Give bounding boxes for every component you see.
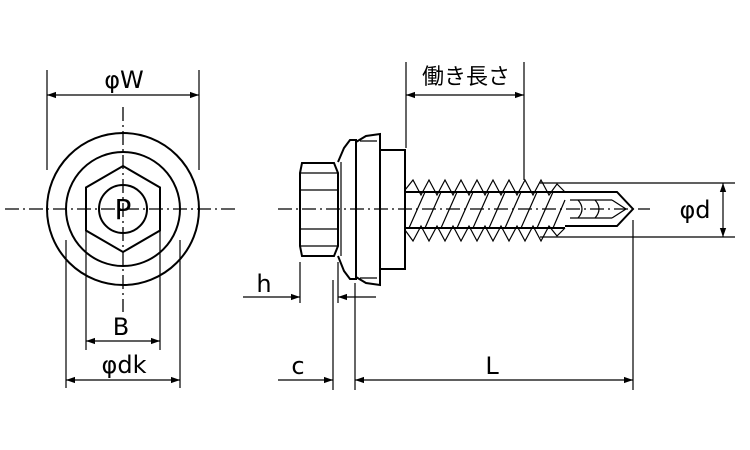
phi-d-label: φd — [679, 196, 710, 224]
p-mark-label: P — [115, 193, 132, 226]
h-label: h — [256, 270, 271, 298]
c-label: c — [291, 352, 304, 380]
phi-d-dimension — [540, 182, 735, 238]
l-label: L — [485, 352, 499, 380]
working-length-label: 働き長さ — [422, 65, 510, 90]
working-length-dimension — [405, 62, 525, 180]
phi-w-dimension — [46, 70, 200, 170]
phi-dk-label: φdk — [102, 351, 147, 379]
phi-dk-dimension — [65, 240, 181, 388]
h-dimension — [243, 262, 376, 303]
b-label: B — [113, 313, 129, 341]
c-l-dimension — [278, 220, 634, 390]
head-front-view — [5, 107, 238, 312]
screw-side-view — [278, 132, 650, 287]
hex-head-side — [299, 162, 339, 257]
phi-w-label: φW — [104, 66, 144, 94]
threaded-shank — [404, 178, 566, 243]
b-dimension — [85, 230, 161, 350]
